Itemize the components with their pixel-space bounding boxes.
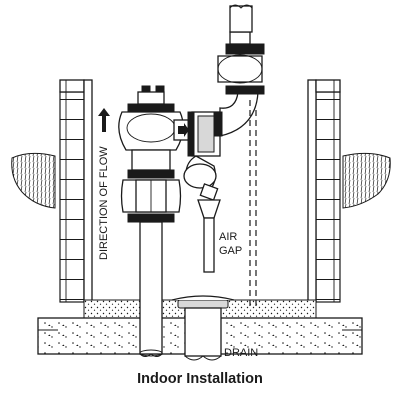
check-valve-assembly [183, 111, 221, 201]
left-soil-mound [11, 152, 56, 209]
main-valve-body [118, 85, 193, 171]
right-brick-wall [307, 79, 341, 303]
lower-shutoff-valve [120, 163, 182, 223]
air-gap-label-line1: AIR [219, 231, 237, 243]
floor-drain [171, 295, 235, 361]
left-brick-wall [59, 79, 93, 303]
inlet-pipe [139, 221, 163, 357]
outlet-elbow [213, 4, 265, 137]
figure-caption: Indoor Installation [137, 371, 263, 387]
drain-label: DRAIN [224, 347, 258, 359]
flow-direction-indicator: DIRECTION OF FLOW [98, 108, 110, 260]
flow-direction-label: DIRECTION OF FLOW [98, 146, 110, 260]
right-soil-mound [342, 152, 391, 209]
air-gap-label-line2: GAP [219, 245, 242, 257]
air-gap-funnel [197, 199, 221, 273]
